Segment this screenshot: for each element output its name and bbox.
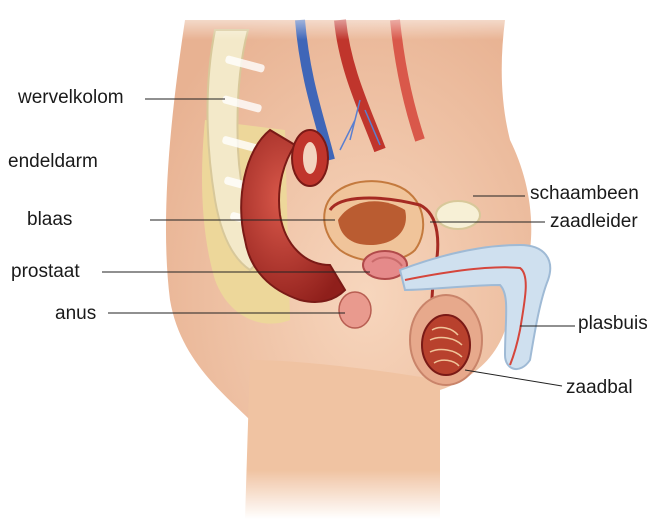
label-plasbuis: plasbuis: [578, 314, 648, 333]
label-blaas: blaas: [27, 210, 72, 229]
anus-region: [339, 292, 371, 328]
label-wervelkolom: wervelkolom: [18, 88, 124, 107]
testis: [422, 315, 470, 375]
label-anus: anus: [55, 304, 96, 323]
leader-zaadbal: [465, 370, 562, 386]
pubic-bone: [436, 201, 480, 229]
label-prostaat: prostaat: [11, 262, 80, 281]
label-zaadbal: zaadbal: [566, 378, 633, 397]
label-zaadleider: zaadleider: [550, 212, 638, 231]
label-schaambeen: schaambeen: [530, 184, 639, 203]
label-endeldarm: endeldarm: [8, 152, 98, 171]
